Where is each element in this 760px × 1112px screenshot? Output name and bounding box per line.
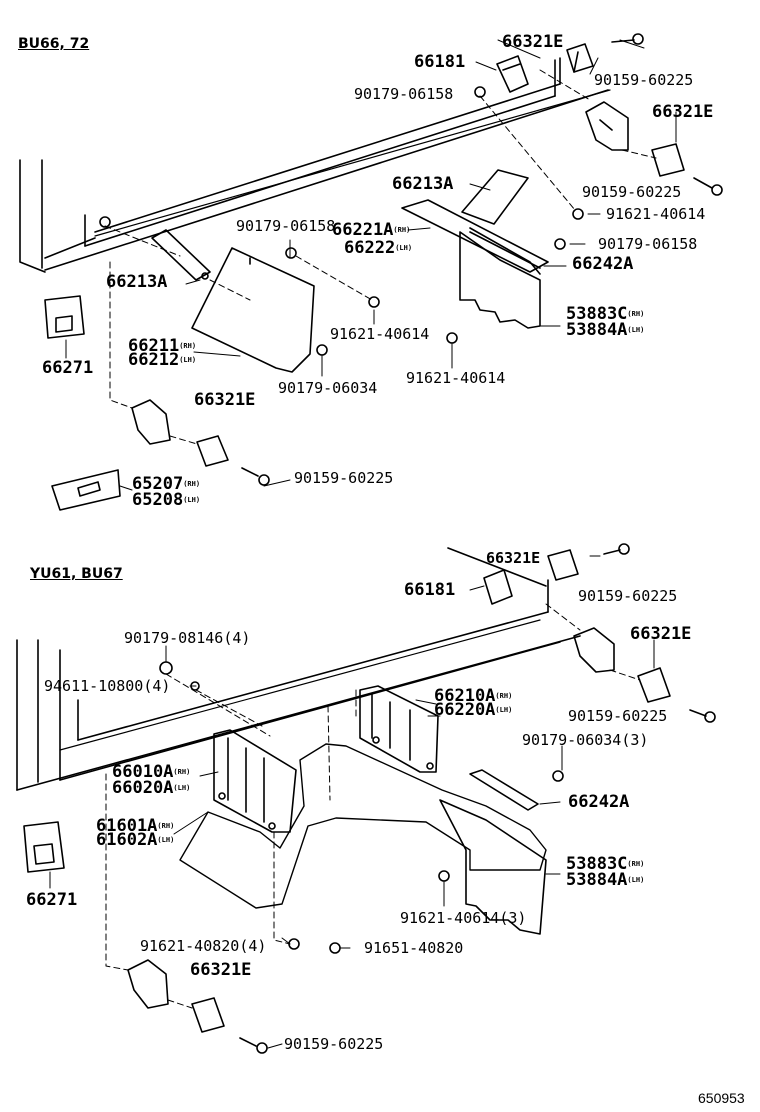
part-label: 66321E xyxy=(630,624,692,644)
part-label: 66242A xyxy=(572,254,634,274)
top-dashed-lines xyxy=(104,69,657,445)
part-label: 90179-06034(3) xyxy=(522,731,649,749)
top-leader-lines xyxy=(65,39,677,491)
part-label: 90179-06158 xyxy=(236,217,336,235)
section-header-bottom: YU61, BU67 xyxy=(30,566,123,582)
part-label: 66271 xyxy=(26,890,78,910)
part-label: 66020A(LH) xyxy=(112,778,191,798)
part-label: 53883C(RH) xyxy=(566,854,645,874)
part-label: 66212(LH) xyxy=(128,350,197,370)
part-label: 66321E xyxy=(486,549,541,567)
part-label: 66222(LH) xyxy=(344,238,413,258)
part-label: 90159-60225 xyxy=(582,183,682,201)
part-label: 91621-40614(3) xyxy=(400,909,527,927)
part-label: 66220A(LH) xyxy=(434,700,513,720)
part-label: 66211(RH) xyxy=(128,336,197,356)
part-label: 66321E xyxy=(652,102,714,122)
part-label: 66213A xyxy=(106,272,168,292)
bottom-dashed-lines xyxy=(105,603,641,1009)
part-label: 53884A(LH) xyxy=(566,870,645,890)
part-label: 66010A(RH) xyxy=(112,762,191,782)
part-label: 66210A(RH) xyxy=(434,686,513,706)
part-label: 90159-60225 xyxy=(578,587,678,605)
part-label: 90179-06034 xyxy=(278,379,378,397)
part-label: 91621-40614 xyxy=(330,325,430,343)
part-label: 66221A(RH) xyxy=(332,220,411,240)
section-header-top: BU66, 72 xyxy=(18,36,90,52)
part-label: 66242A xyxy=(568,792,630,812)
part-label: 90179-06158 xyxy=(354,85,454,103)
part-label: 91621-40820(4) xyxy=(140,937,267,955)
part-label: 53883C(RH) xyxy=(566,304,645,324)
part-label: 90159-60225 xyxy=(284,1035,384,1053)
top-body-panel xyxy=(19,57,611,273)
part-label: 66321E xyxy=(190,960,252,980)
part-label: 94611-10800(4) xyxy=(44,677,171,695)
part-label: 90179-08146(4) xyxy=(124,629,251,647)
part-label: 90179-06158 xyxy=(598,235,698,253)
part-label: 66271 xyxy=(42,358,94,378)
part-label: 90159-60225 xyxy=(594,71,694,89)
part-label: 91621-40614 xyxy=(406,369,506,387)
bottom-body-panel xyxy=(16,547,581,791)
part-label: 66213A xyxy=(392,174,454,194)
part-label: 66321E xyxy=(194,390,256,410)
part-label: 91651-40820 xyxy=(364,939,464,957)
part-label: 90159-60225 xyxy=(294,469,394,487)
part-label: 90159-60225 xyxy=(568,707,668,725)
part-label: 65207(RH) xyxy=(132,474,201,494)
part-label: 66321E xyxy=(502,32,564,52)
part-label: 61601A(RH) xyxy=(96,816,175,836)
part-label: 65208(LH) xyxy=(132,490,201,510)
part-label: 66181 xyxy=(414,52,466,72)
top-hardware xyxy=(44,33,723,511)
part-label: 66181 xyxy=(404,580,456,600)
part-label: 53884A(LH) xyxy=(566,320,645,340)
part-label: 61602A(LH) xyxy=(96,830,175,850)
figure-id: 650953 xyxy=(698,1090,745,1106)
bottom-leader-lines xyxy=(49,555,655,1049)
part-label: 91621-40614 xyxy=(606,205,706,223)
